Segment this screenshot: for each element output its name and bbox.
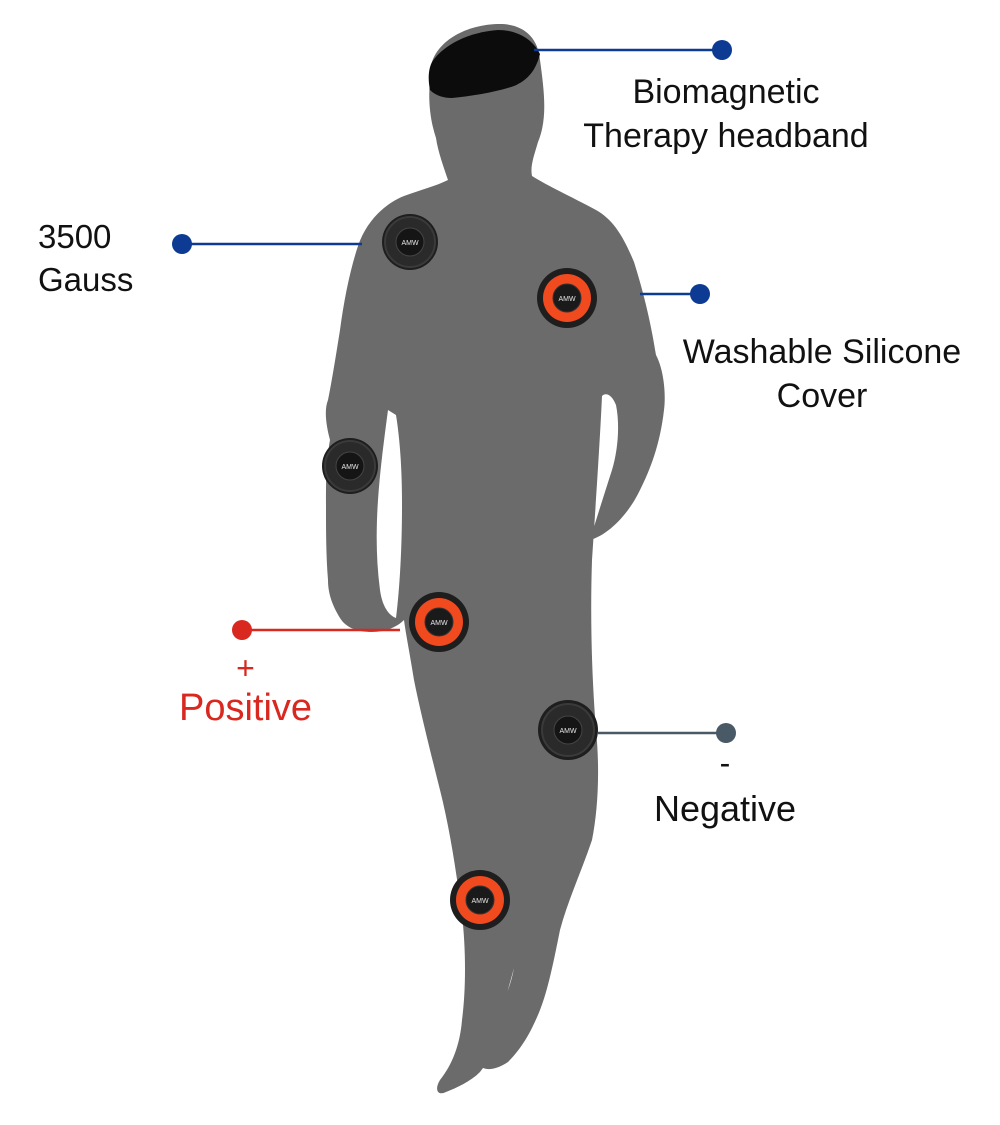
label-gauss-line1: 3500: [38, 218, 112, 255]
silhouette-body: [325, 24, 665, 1094]
left-hand: [330, 560, 382, 632]
magnet-logo: AMW: [341, 464, 359, 471]
human-silhouette: [325, 24, 665, 1094]
callout-dot-cover: [690, 284, 710, 304]
label-headband-line1: Biomagnetic: [632, 73, 820, 111]
label-gauss: 3500 Gauss: [38, 216, 133, 302]
magnet-knee: AMW: [538, 700, 598, 760]
arm-gap: [376, 410, 402, 618]
label-headband-line2: Therapy headband: [583, 117, 869, 156]
callout-dot-headband: [712, 40, 732, 60]
magnet-logo: AMW: [558, 296, 576, 303]
label-cover-line2: Cover: [776, 377, 868, 416]
label-cover-line1: Washable Silicone: [682, 333, 962, 371]
magnet-thigh: AMW: [409, 592, 469, 652]
callouts: [172, 40, 736, 743]
label-negative: - Negative: [640, 742, 810, 834]
callout-dot-positive: [232, 620, 252, 640]
callout-dot-negative: [716, 723, 736, 743]
magnet-shin: AMW: [450, 870, 510, 930]
label-gauss-line2: Gauss: [38, 260, 134, 298]
label-negative-sign: -: [719, 745, 731, 781]
headband: [428, 30, 540, 98]
magnet-logo: AMW: [401, 240, 419, 247]
magnet-shoulder-left: AMW: [382, 214, 438, 270]
label-positive: + Positive: [168, 650, 323, 730]
magnet-logo: AMW: [430, 620, 448, 627]
label-positive-text: Positive: [178, 686, 313, 729]
label-negative-text: Negative: [653, 788, 797, 830]
label-positive-sign: +: [236, 650, 255, 686]
label-cover: Washable Silicone Cover: [662, 330, 982, 418]
magnet-forearm: AMW: [322, 438, 378, 494]
magnet-chest-right: AMW: [537, 268, 597, 328]
magnet-logo: AMW: [471, 898, 489, 905]
magnet-logo: AMW: [559, 728, 577, 735]
label-headband: Biomagnetic Therapy headband: [566, 70, 886, 158]
callout-dot-gauss: [172, 234, 192, 254]
